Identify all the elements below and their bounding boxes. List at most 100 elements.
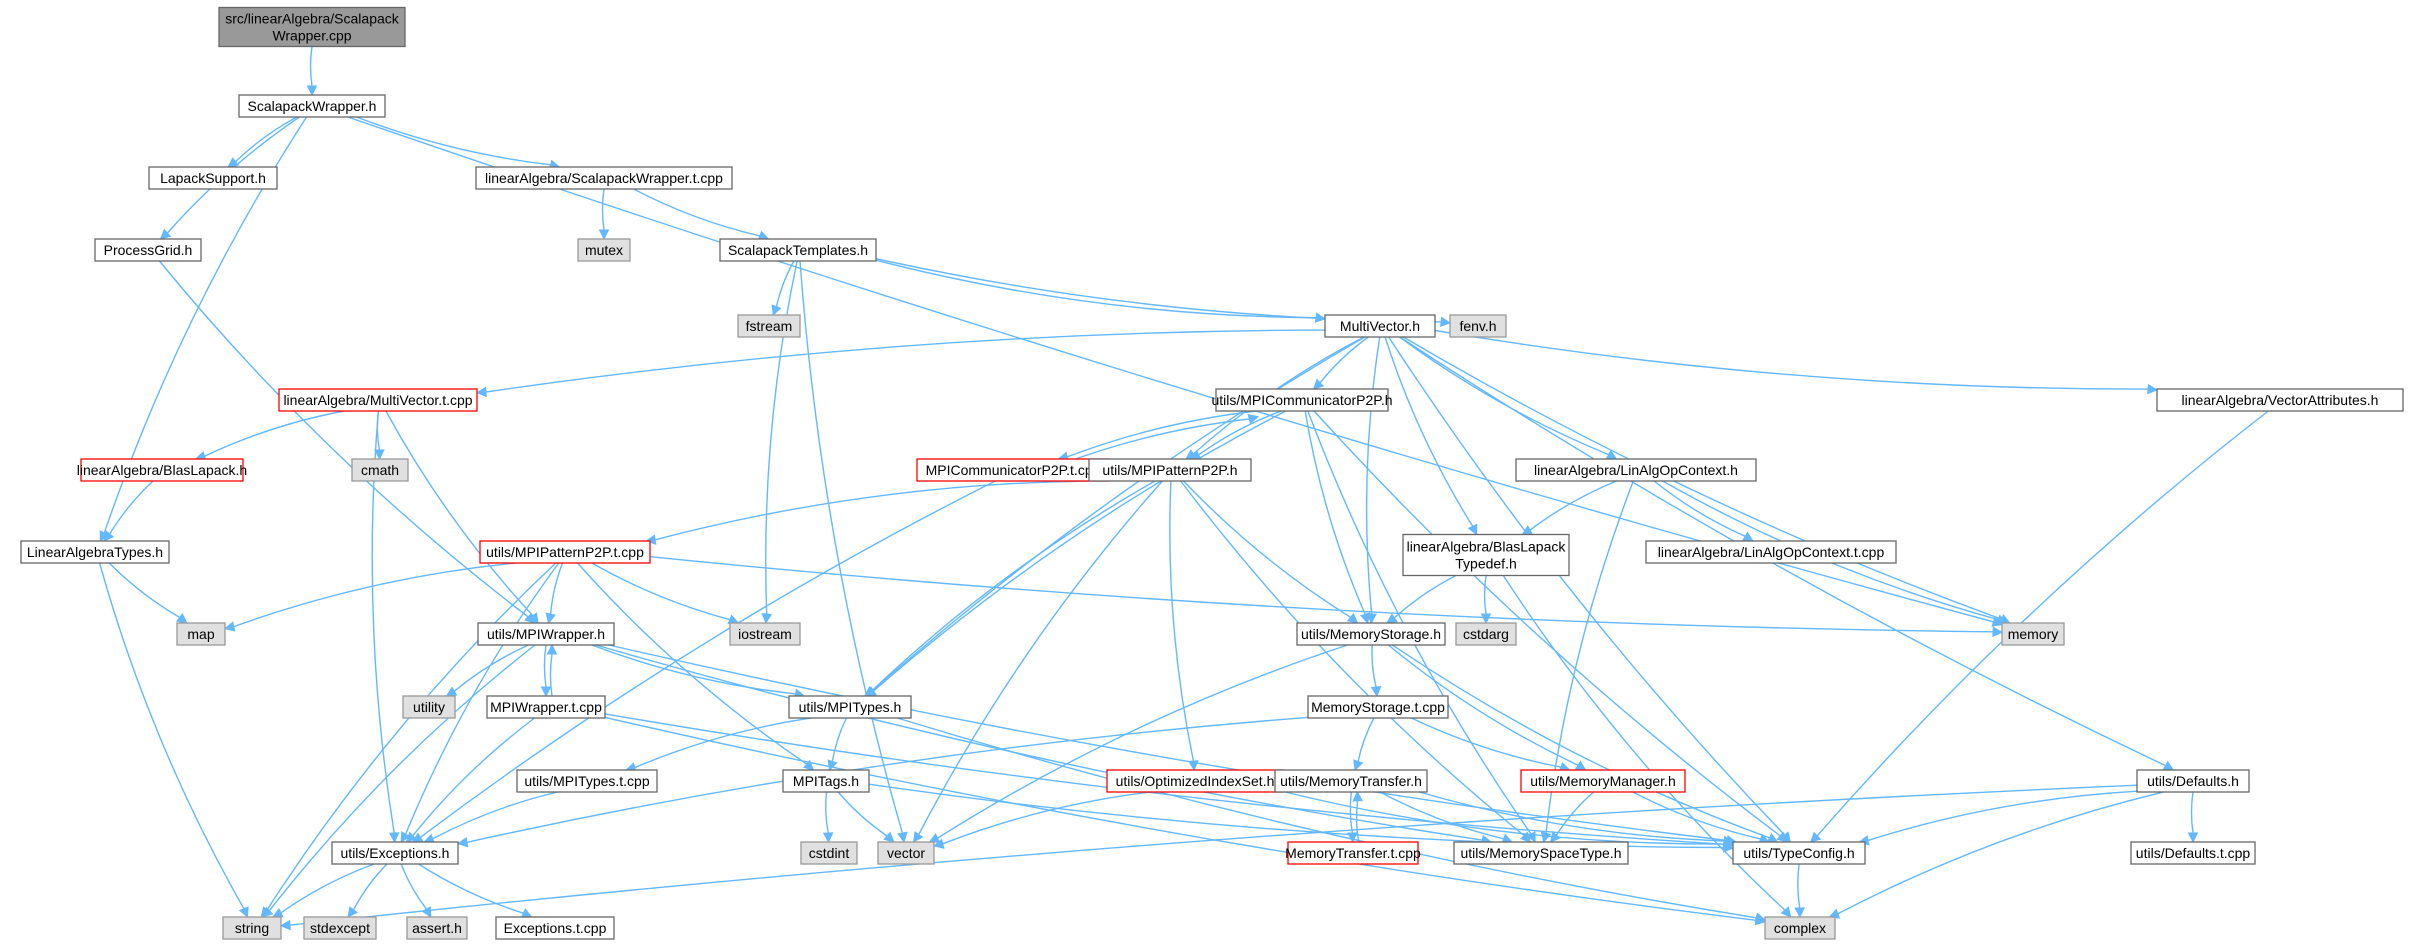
node-box bbox=[1764, 916, 1836, 940]
edge-line bbox=[1393, 574, 1457, 619]
node-scalapack-wrapper-t[interactable]: linearAlgebra/ScalapackWrapper.t.cpp bbox=[475, 166, 733, 190]
node-memory-space-type[interactable]: utils/MemorySpaceType.h bbox=[1453, 841, 1629, 865]
node-exceptions-t[interactable]: Exceptions.t.cpp bbox=[495, 916, 615, 940]
node-mpi-wrapper-t[interactable]: MPIWrapper.t.cpp bbox=[486, 695, 606, 719]
edge-mpi-pattern-p2-pt-to-mpi-tags bbox=[576, 562, 815, 771]
node-label: utils/OptimizedIndexSet.h bbox=[1116, 773, 1275, 789]
edge-line bbox=[918, 480, 1163, 835]
node-label: MultiVector.h bbox=[1340, 318, 1420, 334]
edge-line bbox=[1529, 480, 1617, 531]
edge-line bbox=[485, 329, 1326, 393]
node-box bbox=[477, 622, 615, 646]
edge-arrowhead bbox=[159, 228, 172, 240]
node-box bbox=[303, 916, 377, 940]
edge-line bbox=[1387, 644, 1579, 766]
node-lapack-support[interactable]: LapackSupport.h bbox=[148, 166, 278, 190]
edge-optimized-index-set-to-type-config bbox=[1282, 790, 1735, 850]
edge-arrowhead bbox=[802, 759, 815, 771]
node-mpi-types[interactable]: utils/MPITypes.h bbox=[788, 695, 912, 719]
edge-arrowhead bbox=[545, 612, 556, 625]
node-root[interactable]: src/linearAlgebra/ScalapackWrapper.cpp bbox=[218, 6, 406, 48]
node-multi-vector-t[interactable]: linearAlgebra/MultiVector.t.cpp bbox=[278, 388, 478, 412]
node-memory-storage[interactable]: utils/MemoryStorage.h bbox=[1296, 622, 1446, 646]
edge-multi-vector-to-vector-attributes bbox=[1434, 329, 2159, 395]
node-lin-alg-op-context-t[interactable]: linearAlgebra/LinAlgOpContext.t.cpp bbox=[1645, 540, 1897, 564]
edge-arrowhead bbox=[475, 386, 487, 398]
node-mpi-types-t[interactable]: utils/MPITypes.t.cpp bbox=[516, 769, 658, 793]
edge-multi-vector-t-to-mpi-wrapper bbox=[385, 410, 539, 624]
node-mpi-comm-p2-p[interactable]: utils/MPICommunicatorP2P.h bbox=[1211, 388, 1393, 412]
node-label: stdexcept bbox=[310, 920, 370, 936]
node-mpi-pattern-p2-pt[interactable]: utils/MPIPatternP2P.t.cpp bbox=[479, 540, 651, 564]
node-scalapack-wrapper-h[interactable]: ScalapackWrapper.h bbox=[238, 94, 386, 118]
edge-process-grid-to-mpi-wrapper bbox=[158, 260, 536, 624]
edge-mpi-comm-p2-pt-to-mpi-comm-p2-p bbox=[1059, 413, 1260, 466]
edge-defaults-to-string bbox=[279, 784, 2138, 931]
node-mpi-pattern-p2-p[interactable]: utils/MPIPatternP2P.h bbox=[1088, 458, 1252, 482]
edge-line bbox=[937, 644, 1348, 839]
node-box bbox=[238, 94, 386, 118]
node-memory-manager[interactable]: utils/MemoryManager.h bbox=[1520, 769, 1686, 793]
edge-arrowhead bbox=[1359, 612, 1371, 625]
edge-mpi-wrapper-t-to-exceptions bbox=[405, 717, 536, 843]
node-multi-vector[interactable]: MultiVector.h bbox=[1324, 314, 1436, 338]
node-memory-transfer-t[interactable]: MemoryTransfer.t.cpp bbox=[1285, 841, 1421, 865]
node-mpi-wrapper[interactable]: utils/MPIWrapper.h bbox=[477, 622, 615, 646]
node-scalapack-templates[interactable]: ScalapackTemplates.h bbox=[719, 238, 877, 262]
node-optimized-index-set[interactable]: utils/OptimizedIndexSet.h bbox=[1106, 769, 1284, 793]
edge-multi-vector-to-lin-alg-op-context bbox=[1399, 336, 1618, 460]
edge-line bbox=[868, 783, 1725, 849]
edge-line bbox=[549, 653, 553, 697]
edge-arrowhead bbox=[1440, 316, 1452, 328]
node-lin-alg-op-context[interactable]: linearAlgebra/LinAlgOpContext.h bbox=[1515, 458, 1757, 482]
node-label: MPIWrapper.t.cpp bbox=[490, 699, 602, 715]
edge-line bbox=[837, 791, 888, 837]
node-blas-lapack[interactable]: linearAlgebra/BlasLapack.h bbox=[77, 458, 247, 482]
node-box bbox=[402, 695, 456, 719]
edge-line bbox=[872, 336, 1366, 692]
node-box bbox=[406, 916, 468, 940]
edge-line bbox=[1319, 336, 1369, 384]
node-label: Wrapper.cpp bbox=[272, 28, 351, 44]
edge-line bbox=[453, 644, 529, 692]
node-mpi-comm-p2-pt[interactable]: MPICommunicatorP2P.t.cpp bbox=[916, 458, 1110, 482]
edge-line bbox=[289, 784, 2138, 926]
node-type-config[interactable]: utils/TypeConfig.h bbox=[1732, 841, 1866, 865]
node-box bbox=[1515, 458, 1757, 482]
edge-optimized-index-set-to-vector bbox=[932, 791, 1151, 849]
edge-line bbox=[873, 410, 1287, 692]
edge-line bbox=[1502, 575, 1786, 911]
edge-line bbox=[871, 480, 1156, 692]
edge-mpi-pattern-p2-p-to-memory-storage bbox=[1182, 480, 1359, 624]
node-memory-storage-t[interactable]: MemoryStorage.t.cpp bbox=[1307, 695, 1449, 719]
node-label: linearAlgebra/MultiVector.t.cpp bbox=[283, 392, 472, 408]
edge-exceptions-to-stdexcept bbox=[347, 863, 388, 918]
node-memory-transfer[interactable]: utils/MemoryTransfer.h bbox=[1274, 769, 1428, 793]
edge-multi-vector-to-multi-vector-t bbox=[475, 329, 1326, 398]
edge-line bbox=[875, 258, 1442, 323]
edge-line bbox=[1399, 336, 1609, 456]
edge-line bbox=[1653, 480, 1746, 537]
node-vector-attributes[interactable]: linearAlgebra/VectorAttributes.h bbox=[2156, 388, 2404, 412]
edge-blas-lapack-typedef-to-memory-storage bbox=[1386, 574, 1457, 624]
edge-line bbox=[1198, 410, 1282, 456]
node-defaults-t[interactable]: utils/Defaults.t.cpp bbox=[2130, 841, 2256, 865]
node-label: utility bbox=[413, 699, 445, 715]
node-exceptions[interactable]: utils/Exceptions.h bbox=[331, 841, 459, 865]
node-mpi-tags[interactable]: MPITags.h bbox=[782, 769, 870, 793]
edge-line bbox=[412, 717, 536, 837]
edge-line bbox=[158, 260, 529, 618]
edge-line bbox=[897, 717, 1757, 919]
edge-line bbox=[1797, 863, 1801, 909]
node-box bbox=[1520, 769, 1686, 793]
node-box bbox=[782, 769, 870, 793]
edge-arrowhead bbox=[103, 530, 115, 542]
node-linear-algebra-types[interactable]: LinearAlgebraTypes.h bbox=[20, 540, 170, 564]
node-defaults[interactable]: utils/Defaults.h bbox=[2136, 769, 2250, 793]
node-label: utils/MPITypes.h bbox=[799, 699, 902, 715]
node-process-grid[interactable]: ProcessGrid.h bbox=[94, 238, 202, 262]
edge-arrowhead bbox=[1467, 523, 1478, 536]
node-label: cstdarg bbox=[1463, 626, 1509, 642]
